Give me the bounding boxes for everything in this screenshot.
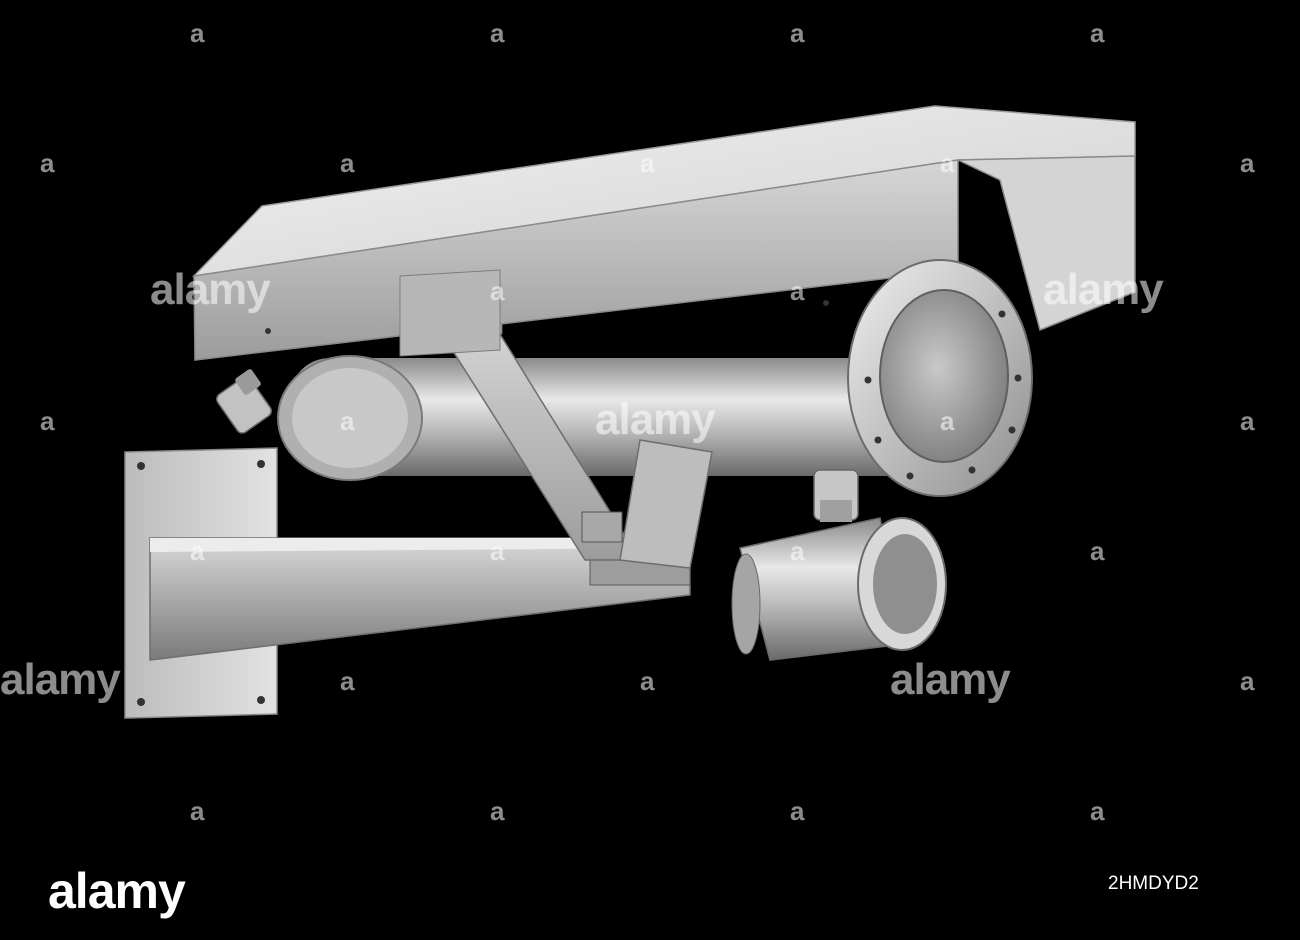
- watermark-mark: a: [940, 148, 955, 178]
- watermark-mark: a: [640, 148, 655, 178]
- watermark-mark: a: [790, 536, 805, 566]
- watermark-mark: a: [940, 406, 955, 436]
- watermark-mark: a: [40, 148, 55, 178]
- watermark-text: alamy: [1043, 265, 1164, 314]
- watermark-mark: a: [490, 536, 505, 566]
- cable-gland: [216, 369, 272, 434]
- watermark-mark: a: [1090, 18, 1105, 48]
- watermark-mark: a: [40, 406, 55, 436]
- watermark-text: alamy: [150, 265, 271, 314]
- watermark-mark: a: [190, 796, 205, 826]
- watermark-mark: a: [490, 796, 505, 826]
- watermark-mark: a: [790, 276, 805, 306]
- watermark-mark: a: [640, 666, 655, 696]
- footer-logo: alamy: [48, 863, 186, 919]
- watermark-mark: a: [790, 796, 805, 826]
- watermark-mark: a: [1090, 796, 1105, 826]
- watermark-text: alamy: [595, 395, 716, 444]
- watermark-mark: a: [340, 148, 355, 178]
- watermark-mark: a: [1240, 148, 1255, 178]
- watermark-text: alamy: [890, 655, 1011, 704]
- camera-tube: [277, 355, 930, 481]
- image-id-label: 2HMDYD2: [1108, 873, 1199, 894]
- sun-shield: [191, 105, 1136, 361]
- watermark-mark: a: [490, 276, 505, 306]
- front-lens-ring: [847, 259, 1033, 497]
- watermark-mark: a: [340, 406, 355, 436]
- watermark-mark: a: [790, 18, 805, 48]
- watermark-mark: a: [1240, 406, 1255, 436]
- watermark-mark: a: [490, 18, 505, 48]
- watermark-mark: a: [190, 536, 205, 566]
- watermark-text: alamy: [0, 655, 121, 704]
- auxiliary-sensor: [731, 517, 947, 661]
- watermark-mark: a: [190, 18, 205, 48]
- sensor-connector: [813, 469, 859, 522]
- watermark-mark: a: [1240, 666, 1255, 696]
- watermark-mark: a: [340, 666, 355, 696]
- watermark-mark: a: [1090, 536, 1105, 566]
